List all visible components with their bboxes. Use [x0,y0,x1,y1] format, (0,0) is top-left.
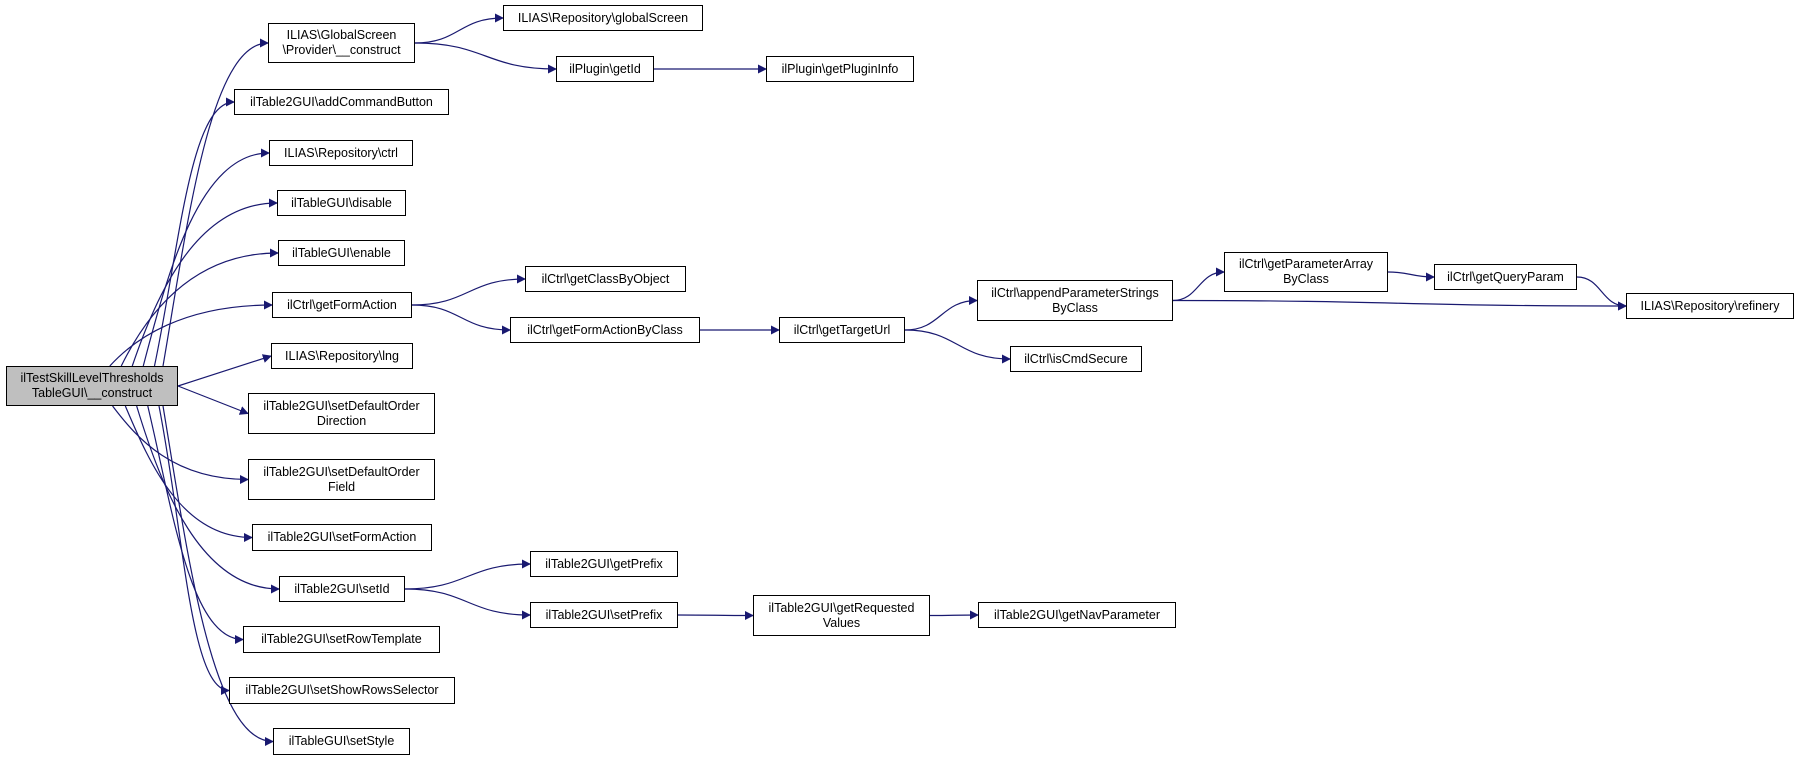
node-gs-provider-construct[interactable]: ILIAS\GlobalScreen \Provider\__construct [268,23,415,63]
edge-ctrl_get_form_action-to-ctrl_get_form_action_by_class [411,304,511,335]
edge-root-to-set_show_rows_selector [158,405,230,695]
edge-get_requested_values-to-get_nav_parameter [929,610,979,620]
node-set-prefix[interactable]: ilTable2GUI\setPrefix [530,602,678,628]
edge-ctrl_append_parameter_strings-to-repo_refinery [1172,299,1627,311]
node-ctrl-get-parameter-array[interactable]: ilCtrl\getParameterArray ByClass [1224,252,1388,292]
edge-ctrl_get_target_url-to-ctrl_is_cmd_secure [904,329,1011,364]
edge-root-to-gs_provider_construct [162,38,269,367]
node-repo-refinery[interactable]: ILIAS\Repository\refinery [1626,293,1794,319]
edge-set_prefix-to-get_requested_values [677,610,754,620]
node-add-command-button[interactable]: ilTable2GUI\addCommandButton [234,89,449,115]
edge-root-to-set_form_action [124,405,253,542]
edge-ctrl_get_target_url-to-ctrl_append_parameter_strings [904,296,978,331]
edge-root-to-repo_lng [177,354,272,387]
node-set-id[interactable]: ilTable2GUI\setId [279,576,405,602]
edge-set_id-to-set_prefix [404,588,531,620]
edge-ctrl_get_parameter_array-to-ctrl_get_query_param [1387,271,1435,282]
node-ctrl-get-form-action[interactable]: ilCtrl\getFormAction [272,292,412,318]
node-repo-lng[interactable]: ILIAS\Repository\lng [271,343,413,369]
node-get-requested-values[interactable]: ilTable2GUI\getRequested Values [753,595,930,636]
node-ctrl-append-parameter-strings[interactable]: ilCtrl\appendParameterStrings ByClass [977,280,1173,321]
edge-gs_provider_construct-to-plugin_get_id [414,42,557,74]
node-set-row-template[interactable]: ilTable2GUI\setRowTemplate [243,626,440,653]
edge-root-to-set_default_order_direction [177,385,249,415]
node-ctrl-get-query-param[interactable]: ilCtrl\getQueryParam [1434,264,1577,290]
node-repo-global-screen[interactable]: ILIAS\Repository\globalScreen [503,5,703,31]
node-set-default-order-direction[interactable]: ilTable2GUI\setDefaultOrder Direction [248,393,435,434]
node-ctrl-is-cmd-secure[interactable]: ilCtrl\isCmdSecure [1010,346,1142,372]
node-set-form-action[interactable]: ilTable2GUI\setFormAction [252,524,432,551]
node-set-show-rows-selector[interactable]: ilTable2GUI\setShowRowsSelector [229,677,455,704]
node-tablegui-set-style[interactable]: ilTableGUI\setStyle [273,728,410,755]
node-tablegui-disable[interactable]: ilTableGUI\disable [277,190,406,216]
node-tablegui-enable[interactable]: ilTableGUI\enable [278,240,405,266]
node-set-default-order-field[interactable]: ilTable2GUI\setDefaultOrder Field [248,459,435,500]
edge-gs_provider_construct-to-repo_global_screen [414,13,504,44]
node-root: ilTestSkillLevelThresholds TableGUI\__co… [6,366,178,406]
edge-root-to-set_id [136,405,280,594]
node-plugin-get-plugin-info[interactable]: ilPlugin\getPluginInfo [766,56,914,82]
node-ctrl-get-form-action-by-class[interactable]: ilCtrl\getFormActionByClass [510,317,700,343]
edge-ctrl_get_form_action-to-ctrl_get_class_by_object [411,274,526,306]
edge-root-to-ctrl_get_form_action [109,300,273,367]
node-get-prefix[interactable]: ilTable2GUI\getPrefix [530,551,678,577]
node-plugin-get-id[interactable]: ilPlugin\getId [556,56,654,82]
node-ctrl-get-target-url[interactable]: ilCtrl\getTargetUrl [779,317,905,343]
edge-set_id-to-get_prefix [404,559,531,590]
edge-ctrl_append_parameter_strings-to-ctrl_get_parameter_array [1172,267,1225,302]
edge-ctrl_get_query_param-to-repo_refinery [1576,276,1627,311]
node-get-nav-parameter[interactable]: ilTable2GUI\getNavParameter [978,602,1176,628]
edge-root-to-tablegui_enable [120,248,279,367]
edge-root-to-set_default_order_field [112,405,249,484]
edge-root-to-repo_ctrl [142,148,270,367]
edge-root-to-tablegui_set_style [162,405,274,746]
edge-root-to-add_command_button [153,97,235,367]
edge-root-to-tablegui_disable [131,198,278,367]
node-ctrl-get-class-by-object[interactable]: ilCtrl\getClassByObject [525,266,686,292]
edge-root-to-set_row_template [147,405,244,644]
node-repo-ctrl[interactable]: ILIAS\Repository\ctrl [269,140,413,166]
